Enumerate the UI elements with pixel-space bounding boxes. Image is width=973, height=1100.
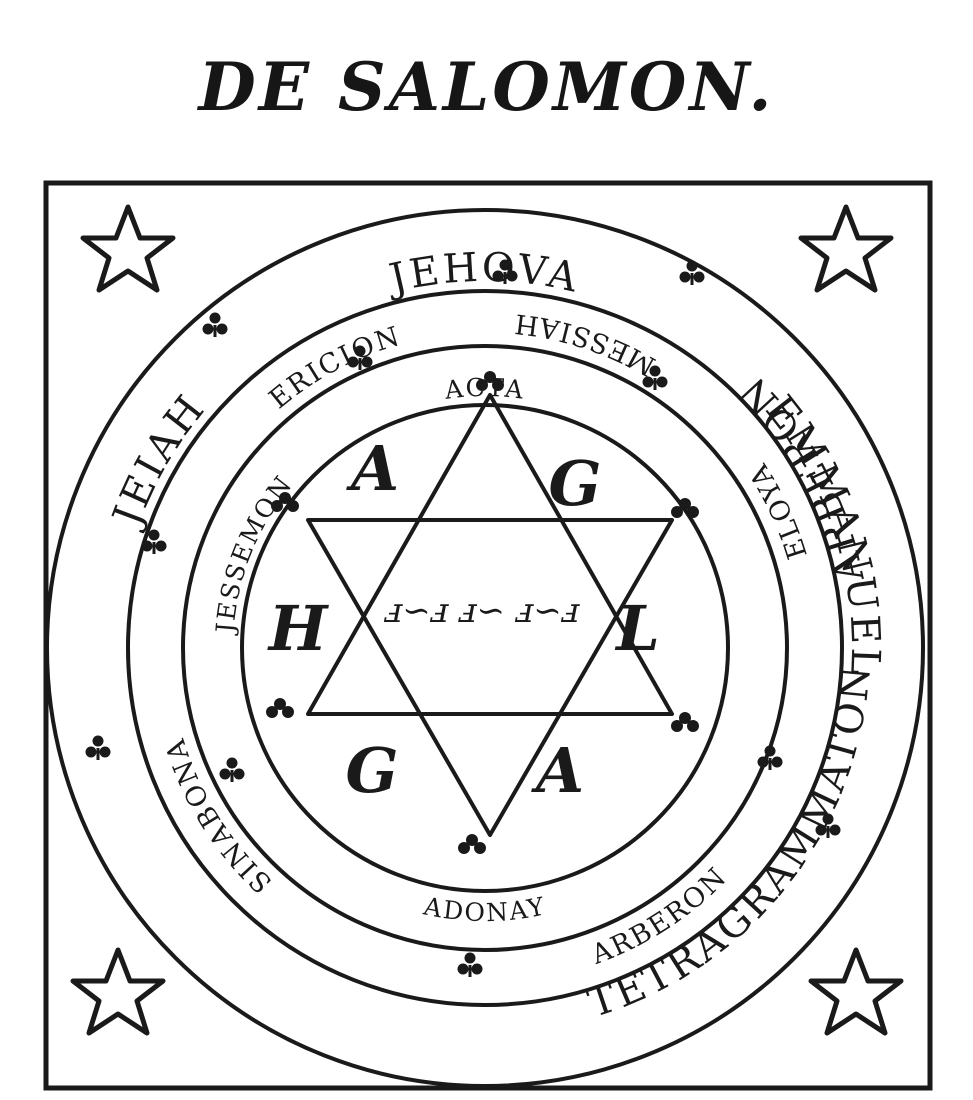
star-letter-lower-right: A (531, 734, 584, 807)
inner-ring-text: ADONAY (420, 891, 548, 927)
star-letter-upper-left: A (346, 432, 399, 505)
trefoil-icon (202, 312, 228, 337)
star-letter-right: L (614, 592, 660, 665)
outer-ring-text: JEIAH (96, 382, 219, 542)
trefoil-icon (85, 735, 111, 760)
trefoil-icon (757, 745, 783, 770)
star-outline-icon (798, 204, 894, 293)
outer-ring-text: JEHOVA (381, 245, 584, 304)
star-outline-icon (70, 947, 166, 1036)
trefoil-icon (457, 952, 483, 977)
middle-inner-circle (181, 344, 789, 952)
star-outline-icon (80, 204, 176, 293)
outer-circle (45, 208, 925, 1088)
trefoil-icon (679, 260, 705, 285)
middle-ring-top-left: ERICION (260, 313, 410, 417)
outer-ring-bottom: TETRAGRAMMATON (567, 641, 938, 1072)
cross-terminal-icon (266, 698, 294, 718)
middle-ring-text: ERICION (260, 313, 410, 417)
cross-terminal-icon (671, 498, 699, 518)
star-letter-upper-right: G (549, 447, 602, 520)
inner-ring-bottom: ADONAY (420, 891, 546, 927)
star-letter-left: H (267, 592, 330, 665)
star-letter-lower-left: G (346, 734, 399, 807)
middle-ring-top-right: MESSIAH (511, 307, 661, 381)
trefoil-icon (219, 757, 245, 782)
outer-ring-top: JEHOVA (381, 245, 581, 304)
star-outline-icon (808, 947, 904, 1036)
hexagram (306, 393, 674, 837)
middle-ring-text: MESSIAH (511, 307, 661, 381)
cross-terminal-icon (458, 834, 486, 854)
outer-inner-circle (126, 289, 844, 1007)
page-title: DE SALOMON. (198, 48, 775, 126)
outer-ring-left: JEIAH (96, 382, 219, 542)
cross-terminal-icon (671, 712, 699, 732)
center-inscription: ⅎ∽ⅎ ⅎ∽ ⅎ∽ⅎ (384, 591, 581, 631)
outer-ring-text: TETRAGRAMMATON (567, 641, 938, 1072)
